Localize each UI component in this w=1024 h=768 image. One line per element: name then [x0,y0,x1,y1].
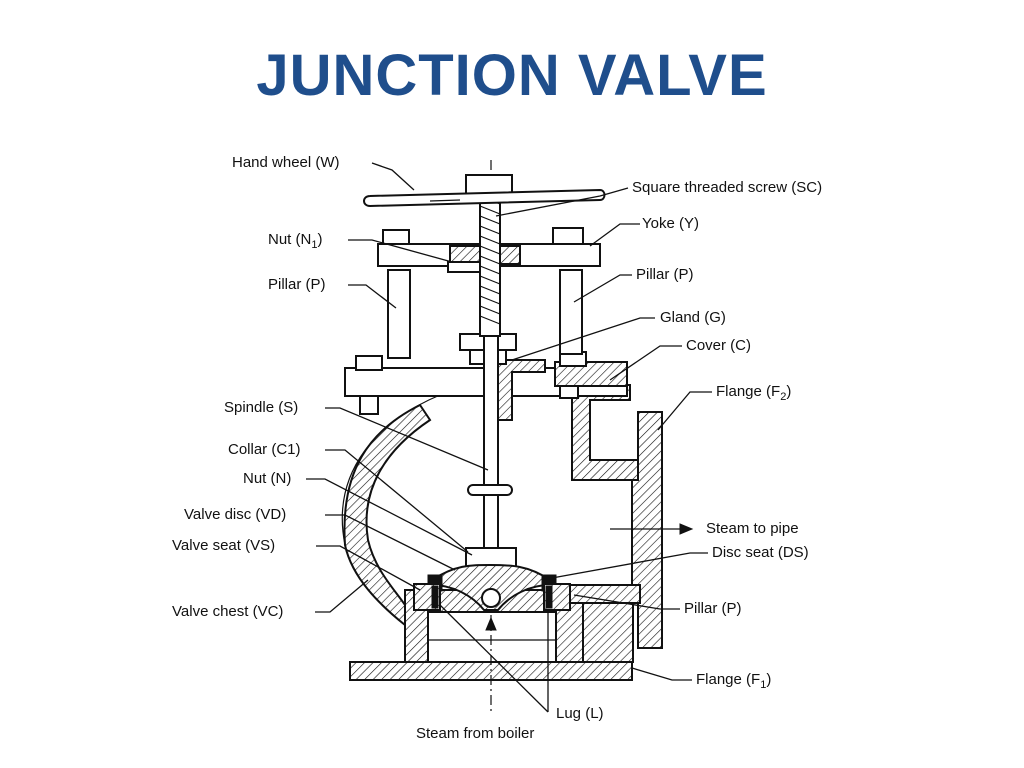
label-pillar-lower: Pillar (P) [684,600,742,617]
flow-arrows [485,160,694,712]
label-spindle: Spindle (S) [224,399,298,416]
label-steam-to-pipe: Steam to pipe [706,520,799,537]
label-disc-seat: Disc seat (DS) [712,544,809,561]
label-cover: Cover (C) [686,337,751,354]
collar [467,484,513,496]
label-pillar-right: Pillar (P) [636,266,694,283]
label-collar: Collar (C1) [228,441,301,458]
label-hand-wheel: Hand wheel (W) [232,154,340,171]
label-pillar-left: Pillar (P) [268,276,326,293]
square-threaded-screw [479,185,501,337]
hand-wheel [363,188,606,208]
side-flange [631,411,663,649]
pillar-right [559,269,583,355]
slide-title: JUNCTION VALVE [256,43,768,108]
spindle [483,335,499,552]
labels: Hand wheel (W) Square threaded screw (SC… [172,154,822,742]
valve-body [341,333,663,681]
label-gland: Gland (G) [660,309,726,326]
label-lug: Lug (L) [556,705,604,722]
label-square-threaded-screw: Square threaded screw (SC) [632,179,822,196]
label-yoke: Yoke (Y) [642,215,699,232]
label-flange-f2: Flange (F2) [716,383,791,403]
pillars-and-yoke [377,227,601,359]
label-nut-n: Nut (N) [243,470,291,487]
pillar-left [387,269,411,359]
leader-lines [306,162,712,713]
label-flange-f1: Flange (F1) [696,671,771,691]
hand-wheel-rim [363,188,606,208]
label-valve-seat: Valve seat (VS) [172,537,275,554]
label-valve-disc: Valve disc (VD) [184,506,286,523]
spindle-assembly [413,174,571,611]
label-valve-chest: Valve chest (VC) [172,603,283,620]
outlet-wall [571,384,641,481]
label-steam-from-boiler: Steam from boiler [416,725,534,742]
label-nut-n1: Nut (N1) [268,231,322,251]
